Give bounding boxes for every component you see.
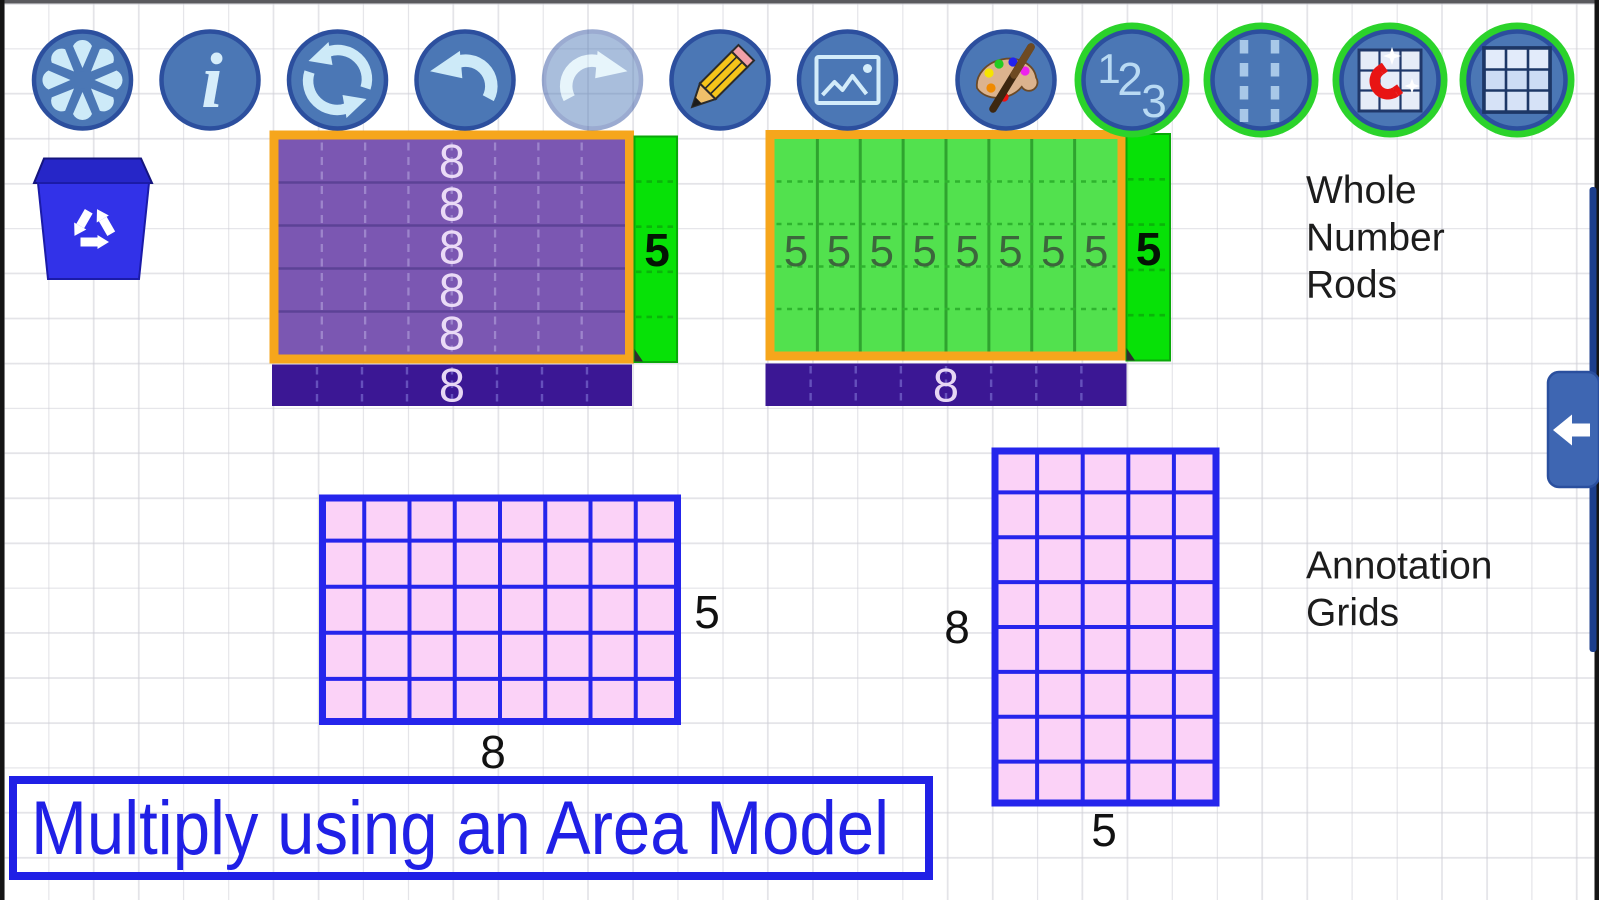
svg-text:8: 8: [439, 264, 465, 317]
svg-text:5: 5: [644, 224, 670, 276]
svg-text:Multiply using an Area Model: Multiply using an Area Model: [31, 786, 889, 871]
svg-text:8: 8: [933, 359, 959, 412]
svg-text:5: 5: [827, 227, 851, 276]
svg-text:5: 5: [955, 227, 979, 276]
svg-text:Whole: Whole: [1306, 169, 1417, 212]
svg-text:3: 3: [1141, 75, 1167, 127]
svg-text:8: 8: [439, 307, 465, 360]
svg-text:5: 5: [694, 586, 720, 638]
svg-text:Number: Number: [1306, 217, 1445, 260]
svg-text:5: 5: [998, 227, 1022, 276]
svg-text:5: 5: [784, 227, 808, 276]
svg-text:1: 1: [1097, 45, 1120, 92]
svg-text:5: 5: [1136, 223, 1162, 275]
svg-text:5: 5: [1084, 227, 1108, 276]
svg-text:8: 8: [944, 601, 970, 653]
svg-text:8: 8: [480, 726, 506, 778]
svg-text:8: 8: [439, 221, 465, 274]
svg-text:5: 5: [912, 227, 936, 276]
svg-text:8: 8: [439, 135, 465, 188]
svg-text:8: 8: [439, 178, 465, 231]
svg-text:8: 8: [439, 359, 465, 412]
svg-text:Rods: Rods: [1306, 264, 1397, 307]
svg-text:5: 5: [869, 227, 893, 276]
svg-text:i: i: [201, 37, 223, 124]
svg-text:Annotation: Annotation: [1306, 545, 1493, 588]
svg-text:5: 5: [1041, 227, 1065, 276]
svg-text:5: 5: [1091, 804, 1117, 856]
svg-text:2: 2: [1117, 53, 1143, 105]
svg-text:Grids: Grids: [1306, 592, 1399, 635]
